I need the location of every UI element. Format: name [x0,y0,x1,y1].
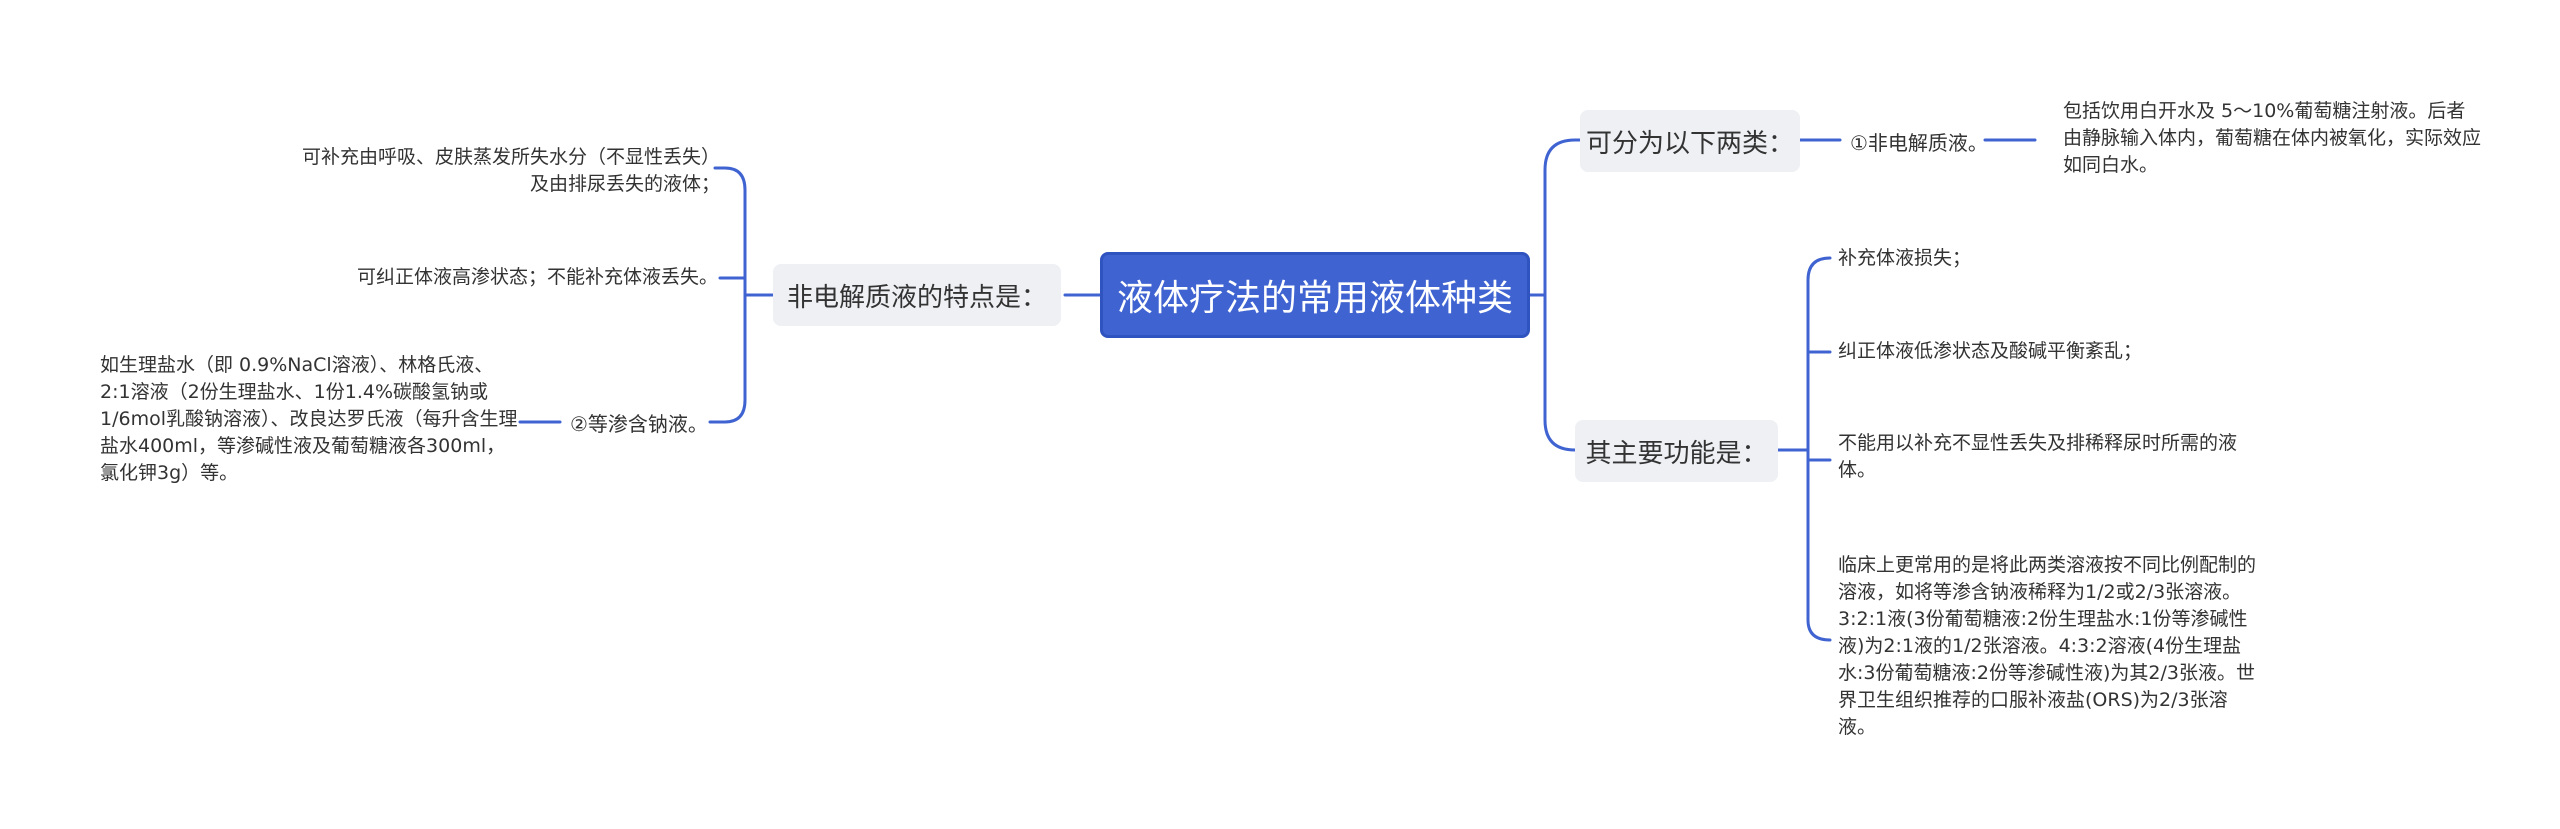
branch-isotonic-sodium-label: ②等渗含钠液。 [570,412,708,436]
leaf-function-4[interactable]: 临床上更常用的是将此两类溶液按不同比例配制的溶液，如将等渗含钠液稀释为1/2或2… [1838,552,2258,741]
leaf-replenish-water[interactable]: 可补充由呼吸、皮肤蒸发所失水分（不显性丢失）及由排尿丢失的液体； [300,144,720,198]
branch-nonelectrolyte-label: ①非电解质液。 [1850,131,1988,155]
leaf-function-2-text: 纠正体液低渗状态及酸碱平衡紊乱； [1838,340,2143,362]
leaf-function-1-text: 补充体液损失； [1838,247,1972,269]
connector-right-trunk [1543,138,1582,452]
root-node[interactable]: 液体疗法的常用液体种类 [1100,252,1530,338]
branch-main-functions-label: 其主要功能是： [1585,438,1768,469]
leaf-isotonic-sodium-detail-text: 如生理盐水（即 0.9%NaCl溶液）、林格氏液、2:1溶液（2份生理盐水、1份… [100,354,518,484]
leaf-correct-hypertonic-text: 可纠正体液高渗状态；不能补充体液丢失。 [356,266,718,288]
leaf-function-2[interactable]: 纠正体液低渗状态及酸碱平衡紊乱； [1838,338,2258,365]
leaf-function-3[interactable]: 不能用以补充不显性丢失及排稀释尿时所需的液体。 [1838,430,2258,484]
leaf-nonelectrolyte-detail[interactable]: 包括饮用白开水及 5～10%葡萄糖注射液。后者由静脉输入体内，葡萄糖在体内被氧化… [2063,98,2483,179]
branch-nonelectrolyte-features-label: 非电解质液的特点是： [786,282,1047,313]
connector-functions-items [1783,256,1832,642]
leaf-replenish-water-text: 可补充由呼吸、皮肤蒸发所失水分（不显性丢失）及由排尿丢失的液体； [301,146,720,195]
branch-nonelectrolyte-features[interactable]: 非电解质液的特点是： [773,264,1061,326]
branch-two-types-label: 可分为以下两类： [1585,128,1794,159]
leaf-isotonic-sodium-detail[interactable]: 如生理盐水（即 0.9%NaCl溶液）、林格氏液、2:1溶液（2份生理盐水、1份… [100,352,520,487]
root-title: 液体疗法的常用液体种类 [1116,278,1513,319]
leaf-function-3-text: 不能用以补充不显性丢失及排稀释尿时所需的液体。 [1838,432,2238,481]
leaf-function-4-text: 临床上更常用的是将此两类溶液按不同比例配制的溶液，如将等渗含钠液稀释为1/2或2… [1838,554,2257,738]
leaf-correct-hypertonic[interactable]: 可纠正体液高渗状态；不能补充体液丢失。 [300,264,718,291]
leaf-nonelectrolyte-detail-text: 包括饮用白开水及 5～10%葡萄糖注射液。后者由静脉输入体内，葡萄糖在体内被氧化… [2063,100,2482,176]
branch-main-functions[interactable]: 其主要功能是： [1575,420,1778,482]
leaf-function-1[interactable]: 补充体液损失； [1838,245,2258,272]
branch-two-types[interactable]: 可分为以下两类： [1580,110,1800,172]
branch-nonelectrolyte[interactable]: ①非电解质液。 [1850,127,1988,156]
connector-left-trunk [708,166,747,424]
branch-isotonic-sodium[interactable]: ②等渗含钠液。 [570,408,708,437]
